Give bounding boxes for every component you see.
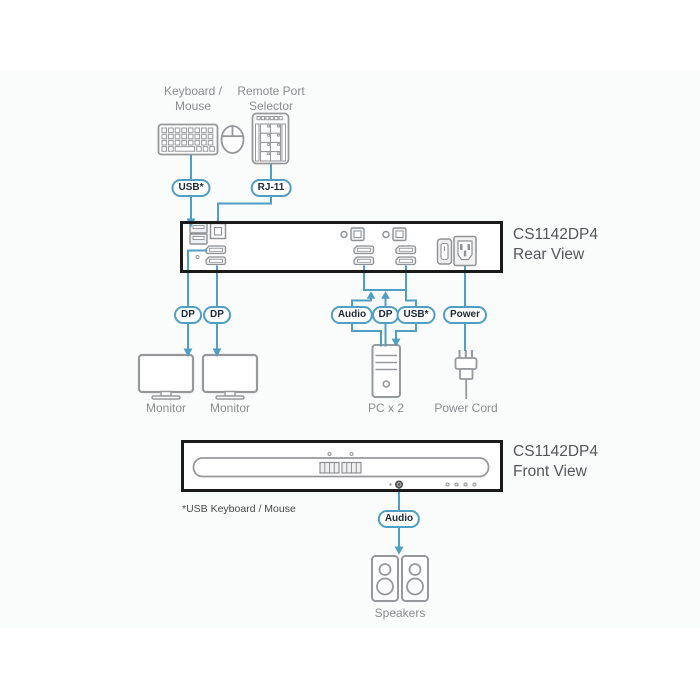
dp-monitor1-line [187, 249, 207, 349]
front-view-title: CS1142DP4 Front View [513, 442, 598, 482]
usb-footnote: *USB Keyboard / Mouse [182, 503, 296, 515]
monitor1-label: Monitor [145, 401, 187, 415]
pill-audio-front: Audio [377, 510, 421, 528]
arrow-audio-up [366, 291, 376, 299]
mouse-icon [220, 125, 245, 154]
monitor2-label: Monitor [209, 401, 251, 415]
pill-usb-pc: USB* [396, 306, 436, 324]
connector-arrowheads [183, 218, 404, 555]
rear-usb-ports-icon [189, 222, 208, 245]
keyboard-icon [157, 123, 219, 156]
pill-audio-pc: Audio [330, 306, 374, 324]
rear-pc2-ports-icon [382, 227, 417, 266]
front-bezel-icon [192, 457, 490, 478]
monitor1-icon [137, 353, 195, 400]
arrow-into-monitor2 [212, 348, 222, 357]
speakers-label: Speakers [374, 606, 426, 620]
diagram-background [0, 70, 700, 628]
power-cord-label: Power Cord [434, 401, 498, 415]
front-audio-jack-icon [389, 480, 403, 489]
usb-pc-down-line [395, 323, 417, 339]
rear-rj11-port-icon [209, 222, 227, 240]
pill-usb-keyboard: USB* [171, 179, 211, 197]
monitor2-icon [201, 353, 259, 400]
front-led-indicators [327, 451, 477, 487]
arrow-dp-up [381, 291, 390, 299]
front-view-model: CS1142DP4 [513, 443, 599, 460]
audio-pc-down-line [351, 323, 382, 347]
front-port-select-buttons [319, 461, 362, 474]
pc-bus-line [363, 265, 407, 291]
panel-borders [180, 221, 503, 492]
rear-power-switch-icon [436, 238, 453, 265]
pc-icon [371, 344, 401, 398]
front-view-label: Front View [513, 463, 587, 480]
front-panel-outline [181, 440, 503, 492]
rear-power-inlet-icon [453, 235, 477, 267]
rear-view-label: Rear View [513, 246, 585, 263]
pill-dp-pc: DP [371, 306, 400, 324]
arrow-into-monitor1 [183, 348, 193, 357]
pc-label: PC x 2 [367, 401, 405, 415]
pill-dp-monitor1: DP [174, 306, 202, 324]
rear-ground-dot [195, 254, 200, 260]
rear-panel-outline [180, 221, 503, 273]
connector-lines [187, 155, 466, 547]
arrow-audio-into-speakers [394, 546, 404, 555]
rear-view-model: CS1142DP4 [513, 226, 599, 243]
arrow-usb-into-pc [391, 338, 401, 347]
pill-rj11: RJ-11 [250, 179, 292, 197]
rear-view-title: CS1142DP4 Rear View [513, 225, 598, 265]
speakers-icon [371, 555, 429, 602]
usb-pc-down-feed [405, 289, 417, 307]
keyboard-mouse-label: Keyboard / Mouse [163, 84, 223, 113]
remote-selector-label: Remote Port Selector [237, 84, 305, 113]
pill-power: Power [442, 306, 488, 324]
rear-pc1-ports-icon [340, 227, 375, 266]
remote-port-selector-icon [251, 112, 290, 165]
rear-dp-out-ports-icon [205, 245, 227, 266]
rj11-line [217, 164, 272, 223]
power-cord-icon [454, 350, 478, 399]
pill-dp-monitor2: DP [203, 306, 231, 324]
audio-pc-up-line [351, 297, 372, 307]
